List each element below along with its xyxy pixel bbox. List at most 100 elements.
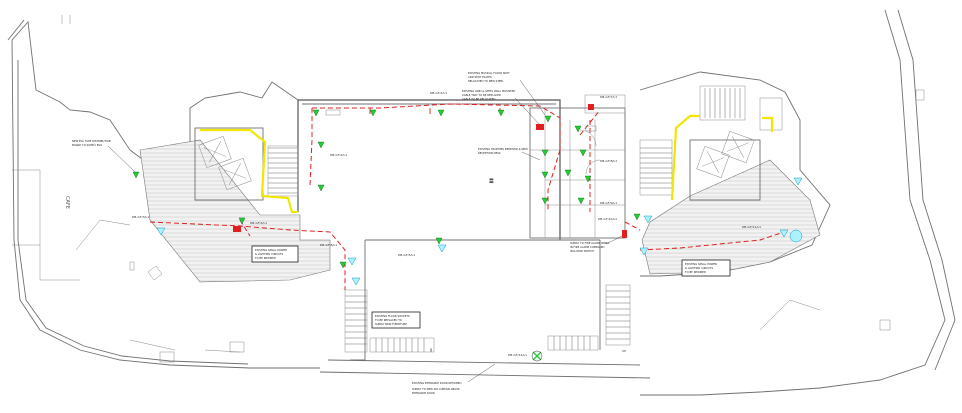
ceiling-point-icon [789,229,803,243]
db-board-icon [622,230,627,238]
svg-text:AND SPOT PLATES: AND SPOT PLATES [468,75,492,79]
fire-route-right-2 [762,116,774,132]
svg-text:EXISTING TROPHIES REMOVED & NE: EXISTING TROPHIES REMOVED & NEW [478,147,528,151]
note-line: EXISTING SMALL POWER [685,262,717,266]
note-line: SUPPLY NEW FURNITURE [375,322,407,326]
svg-text:CABLE TO BE RELOCATED: CABLE TO BE RELOCATED [462,97,495,101]
note-line: CABLE TRAY TO BE REPLACED [462,93,501,97]
socket-icon [497,109,505,117]
room-tag-box [325,109,341,116]
room-label-cafe: CAFE [64,196,70,209]
circuit-tag: DB-GF/3/L1 [132,215,149,219]
note-line: & LIGHTING CIRCUITS [685,266,713,270]
svg-text:EXISTING SMALL POWER: EXISTING SMALL POWER [685,262,717,266]
right-hatched-floor [641,159,821,275]
svg-text:TO BE REWIRED: TO BE REWIRED [685,270,706,274]
socket-icon [633,213,641,221]
note-bottom-center-box: EXISTING FLOOR SOCKETS TO BE REPLACED TO… [371,311,421,329]
note-left-box: EXISTING SMALL POWER & LIGHTING CIRCUITS… [251,245,299,263]
note-line: EXISTING TROPHIES REMOVED & NEW [478,147,528,151]
socket-icon [577,197,585,205]
svg-text:EXISTING MUSICAL FLOOR SPOT: EXISTING MUSICAL FLOOR SPOT [468,71,510,75]
svg-text:EXISTING GRID & STEEL WALL MOU: EXISTING GRID & STEEL WALL MOUNTED [462,89,515,93]
socket-icon [574,125,582,133]
svg-text:TO BE REPLACED TO: TO BE REPLACED TO [375,318,402,322]
circuit-tag: DB-GF/1/L1 [430,91,447,95]
socket-icon [339,261,347,269]
circuit-tag: DB-GF/8/L1 [600,159,617,163]
socket-icon [369,109,377,117]
note-line: RELOCATED TO NEW STEEL [468,79,504,83]
note-line: EXISTING ENTRANCE DOOR RETAINED [412,381,461,385]
circuit-tag: DB-GF/9/L1 [600,201,617,205]
circuit-tag: DB-GF/10/L1 [598,217,617,221]
room-tag-box [585,125,597,132]
note-line: SUPPLY TO FIRE ALARM PANEL [570,241,610,245]
note-new-kiosk: NEW EOL TAPE DISTRIBUTION BOARD TO SUPPL… [72,139,136,173]
central-hall: ▮▮ [297,99,651,379]
note-line: EXISTING SMALL POWER [255,248,287,252]
socket-icon [317,184,325,192]
socket-icon [132,171,140,179]
socket-icon [564,169,572,177]
up-label-bottom: UP [429,348,433,352]
svg-text:EXISTING SMALL POWER: EXISTING SMALL POWER [255,248,287,252]
data-point-icon [347,257,357,266]
circuit-tag: DB-GF/5/L1 [398,253,415,257]
note-mid: EXISTING TROPHIES REMOVED & NEW RECEPTIO… [478,147,541,161]
up-label-right: UP [622,349,626,353]
socket-icon [541,149,549,157]
svg-text:BOARD TO SUPPLY EGS: BOARD TO SUPPLY EGS [72,143,102,147]
db-board-icon [233,226,241,232]
socket-icon [437,109,445,117]
socket-icon [541,197,549,205]
note-top-1: EXISTING MUSICAL FLOOR SPOT AND SPOT PLA… [468,71,546,116]
circuit-tag: DB-GF/12/L1 [508,353,527,357]
circuit-tag: DB-GF/4/L1 [250,221,267,225]
circuit-tags: DB-GF/1/L1 DB-GF/2/L1 DB-GF/3/L1 DB-GF/4… [132,91,761,357]
note-line: SUPPLY TO NEW AIR CURTAIN ABOVE [412,387,460,391]
circuit-tag: DB-GF/11/L1 [742,225,761,229]
svg-text:SUPPLY NEW FURNITURE: SUPPLY NEW FURNITURE [375,322,407,326]
svg-text:& LIGHTING CIRCUITS: & LIGHTING CIRCUITS [255,252,283,256]
svg-text:ENTRANCE DOOR: ENTRANCE DOOR [412,391,435,395]
svg-text:RECEPTION DESK: RECEPTION DESK [478,151,501,155]
electrical-devices [132,104,803,362]
svg-text:TO BE REWIRED: TO BE REWIRED [255,256,276,260]
note-line: EXISTING FLOOR SOCKETS [375,314,410,318]
socket-icon [312,109,320,117]
data-point-icon [793,177,803,186]
svg-text:RELOCATED TO NEW STEEL: RELOCATED TO NEW STEEL [468,79,504,83]
note-line: ENTRANCE DOOR [412,391,435,395]
svg-text:EXISTING ENTRANCE DOOR RETAINE: EXISTING ENTRANCE DOOR RETAINED [412,381,461,385]
socket-icon [541,171,549,179]
note-line: NEW EOL TAPE DISTRIBUTION [72,139,111,143]
socket-icon [317,141,325,149]
note-line: TO BE REPLACED TO [375,318,402,322]
note-line: IN FIRE ALARM CUPBOARD [570,245,605,249]
note-line: ISOLATOR SWITCH [570,249,594,253]
note-line: RECEPTION DESK [478,151,501,155]
circuit-tag: DB-GF/7/L1 [600,95,617,99]
svg-text:NEW EOL TAPE DISTRIBUTION: NEW EOL TAPE DISTRIBUTION [72,139,111,143]
data-point-icon [437,244,447,253]
svg-text:CABLE TRAY TO BE REPLACED: CABLE TRAY TO BE REPLACED [462,93,501,97]
note-line: TO BE REWIRED [685,270,706,274]
note-line: EXISTING MUSICAL FLOOR SPOT [468,71,510,75]
note-fire-alarm: SUPPLY TO FIRE ALARM PANEL IN FIRE ALARM… [570,235,623,253]
note-line: CABLE TO BE RELOCATED [462,97,495,101]
svg-text:SUPPLY TO FIRE ALARM PANEL: SUPPLY TO FIRE ALARM PANEL [570,241,610,245]
hall-tiny-label: ▮▮ [488,178,494,184]
svg-text:IN FIRE ALARM CUPBOARD: IN FIRE ALARM CUPBOARD [570,245,605,249]
note-top-2: EXISTING GRID & STEEL WALL MOUNTED CABLE… [462,89,541,126]
circuit-tag: DB-GF/2/L1 [330,153,347,157]
fire-route-right [670,114,700,201]
room-tag-box [129,261,135,271]
svg-text:EXISTING FLOOR SOCKETS: EXISTING FLOOR SOCKETS [375,314,410,318]
socket-icon [584,175,592,183]
note-bottom: EXISTING ENTRANCE DOOR RETAINED SUPPLY T… [412,363,496,395]
data-point-icon [156,227,166,236]
svg-text:ISOLATOR SWITCH: ISOLATOR SWITCH [570,249,594,253]
note-line: BOARD TO SUPPLY EGS [72,143,102,147]
note-line: AND SPOT PLATES [468,75,492,79]
